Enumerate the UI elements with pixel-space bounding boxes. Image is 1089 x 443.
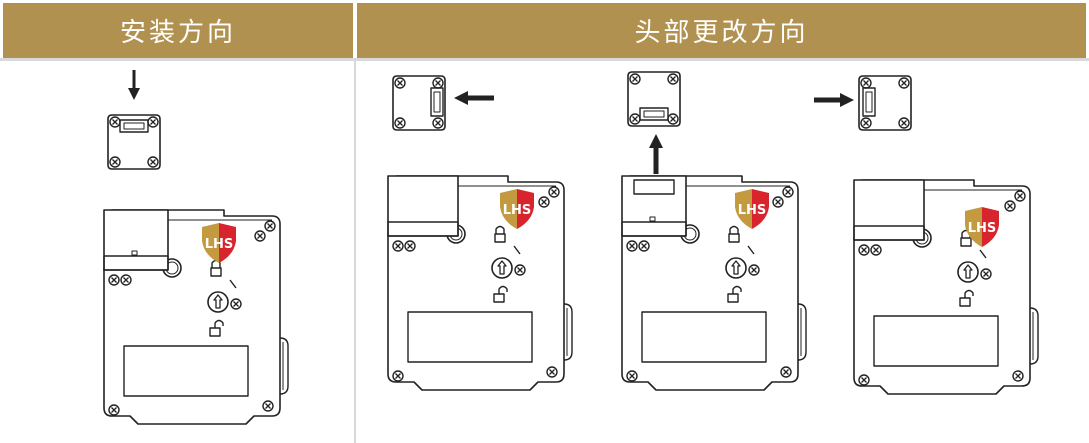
header-mounting-direction: 安装方向 <box>3 3 353 58</box>
lhs-logo: LHS <box>500 189 534 229</box>
switch-body-4 <box>853 179 1038 394</box>
lhs-logo: LHS <box>202 223 236 263</box>
switch-body-1 <box>103 209 288 424</box>
arrow-left-icon <box>454 91 494 105</box>
lhs-logo-text: LHS <box>968 221 997 236</box>
variant-right <box>814 76 1038 394</box>
head-lid-top-entry-2 <box>628 72 680 126</box>
arrow-right-icon <box>814 93 854 107</box>
arrow-up-icon <box>649 134 663 174</box>
switch-body-3 <box>621 175 806 390</box>
header-mounting-direction-label: 安装方向 <box>119 18 236 48</box>
switch-body-2 <box>387 175 572 390</box>
lhs-logo-text: LHS <box>503 203 532 218</box>
lhs-logo-text: LHS <box>738 203 767 218</box>
head-lid-left-entry <box>393 76 445 130</box>
header-head-direction-change-label: 头部更改方向 <box>634 18 809 48</box>
header-head-direction-change: 头部更改方向 <box>357 3 1086 58</box>
arrow-down-icon <box>126 68 142 102</box>
head-lid-right-entry <box>859 76 911 130</box>
lhs-logo: LHS <box>735 189 769 229</box>
header-divider <box>0 58 1089 61</box>
head-lid-top-entry <box>108 115 160 169</box>
column-divider <box>354 58 356 443</box>
lhs-logo: LHS <box>965 207 999 247</box>
variant-up <box>621 72 806 390</box>
mounting-illustration <box>103 68 288 424</box>
lhs-logo-text: LHS <box>205 237 234 252</box>
variant-left <box>387 76 572 390</box>
